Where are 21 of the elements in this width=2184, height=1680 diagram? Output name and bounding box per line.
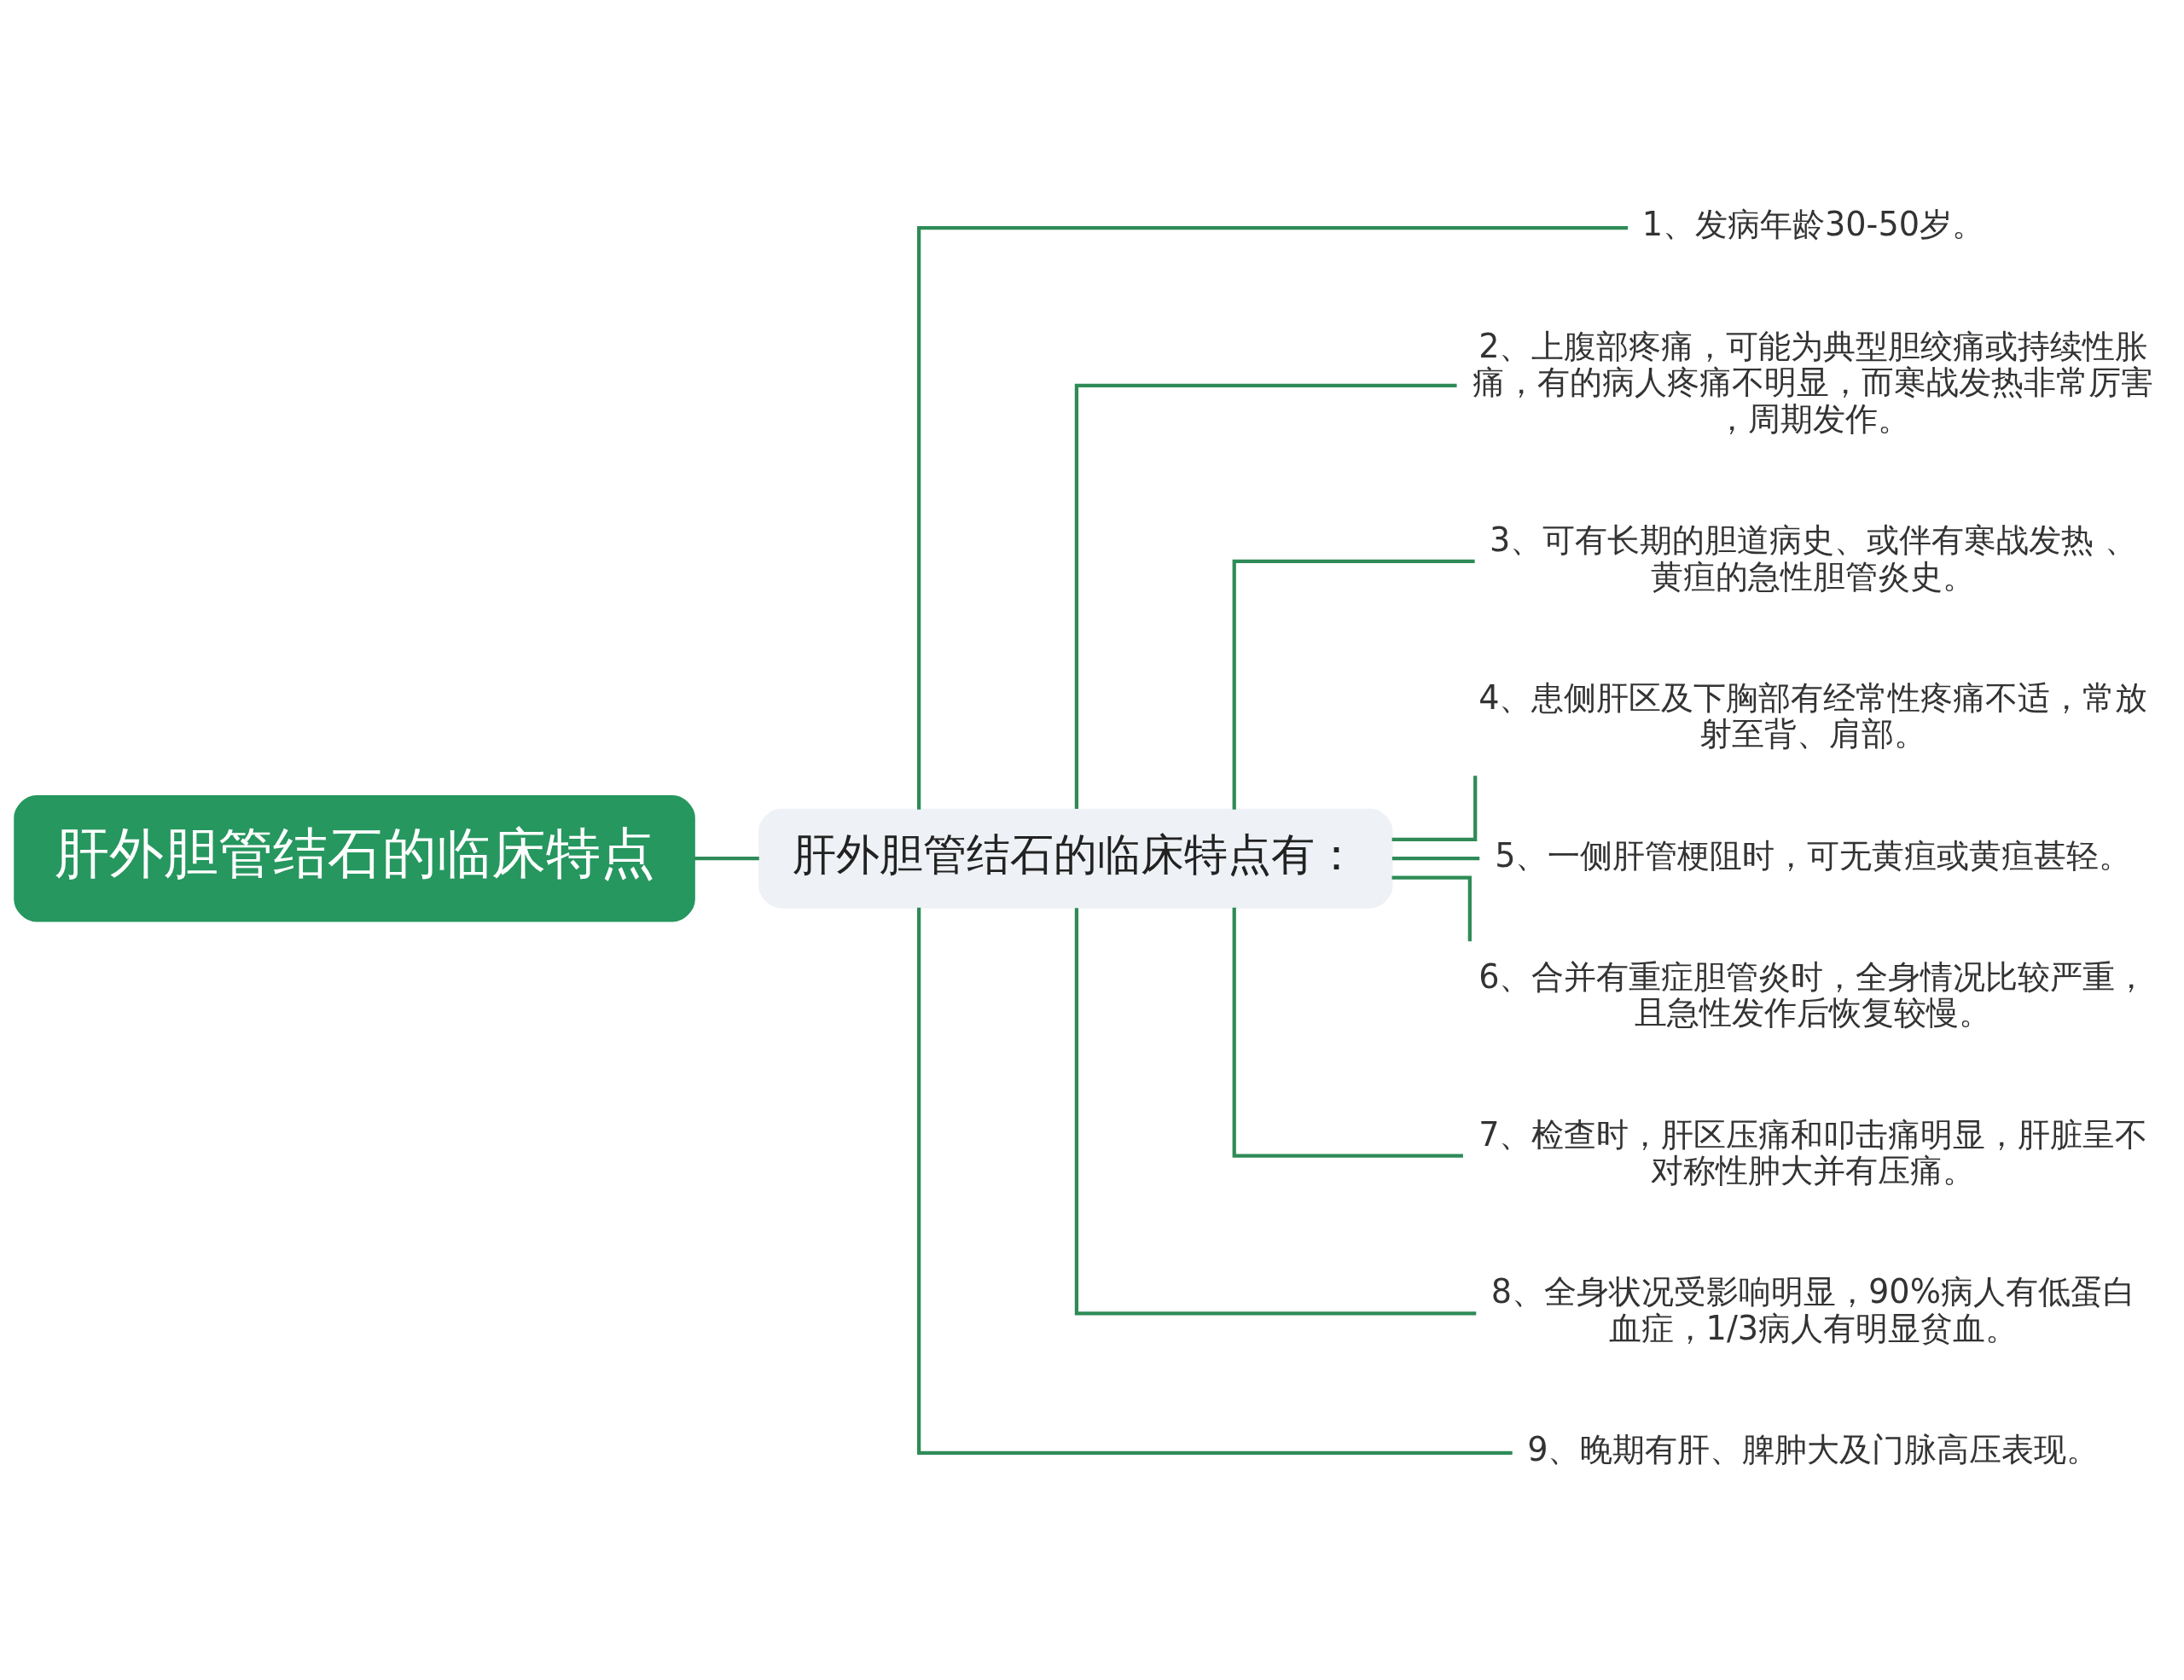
node-text: 1、发病年龄30-50岁。: [1641, 205, 1985, 243]
node-text: 5、一侧肝管梗阻时，可无黄疸或黄疸甚轻。: [1495, 836, 2132, 875]
node-box: 肝外胆管结石的临床特点有：: [758, 808, 1393, 909]
connector: [1074, 907, 1477, 1315]
connector: [917, 907, 1513, 1455]
node-text: 7、检查时，肝区压痛和叩击痛明显，肝脏呈不对称性肿大并有压痛。: [1478, 1115, 2148, 1189]
node-text: 2、上腹部疼痛，可能为典型胆绞痛或持续性胀痛，有的病人疼痛不明显，而寒战发热非常厉害，周期发作。: [1472, 327, 2154, 438]
node-text: 8、全身状况受影响明显，90%病人有低蛋白血症，1/3病人有明显贫血。: [1490, 1272, 2135, 1347]
connector: [917, 225, 1629, 810]
connector: [1391, 775, 1478, 841]
connector: [1391, 875, 1472, 941]
connector: [1232, 559, 1475, 810]
connector: [1391, 856, 1480, 860]
node-text: 6、合并有重症胆管炎时，全身情况比较严重，且急性发作后恢复较慢。: [1478, 957, 2148, 1032]
connector: [1074, 383, 1457, 809]
node-box: 肝外胆管结石的临床特点: [14, 794, 695, 922]
connector: [694, 856, 759, 860]
node-text: 9、晚期有肝、脾肿大及门脉高压表现。: [1527, 1430, 2100, 1468]
node-text: 3、可有长期的胆道病史、或伴有寒战发热 、黄疸的急性胆管炎史。: [1490, 520, 2137, 595]
connector: [1232, 907, 1463, 1158]
node-text: 4、患侧肝区及下胸部有经常性疼痛不适，常放射至背、肩部。: [1478, 678, 2148, 753]
